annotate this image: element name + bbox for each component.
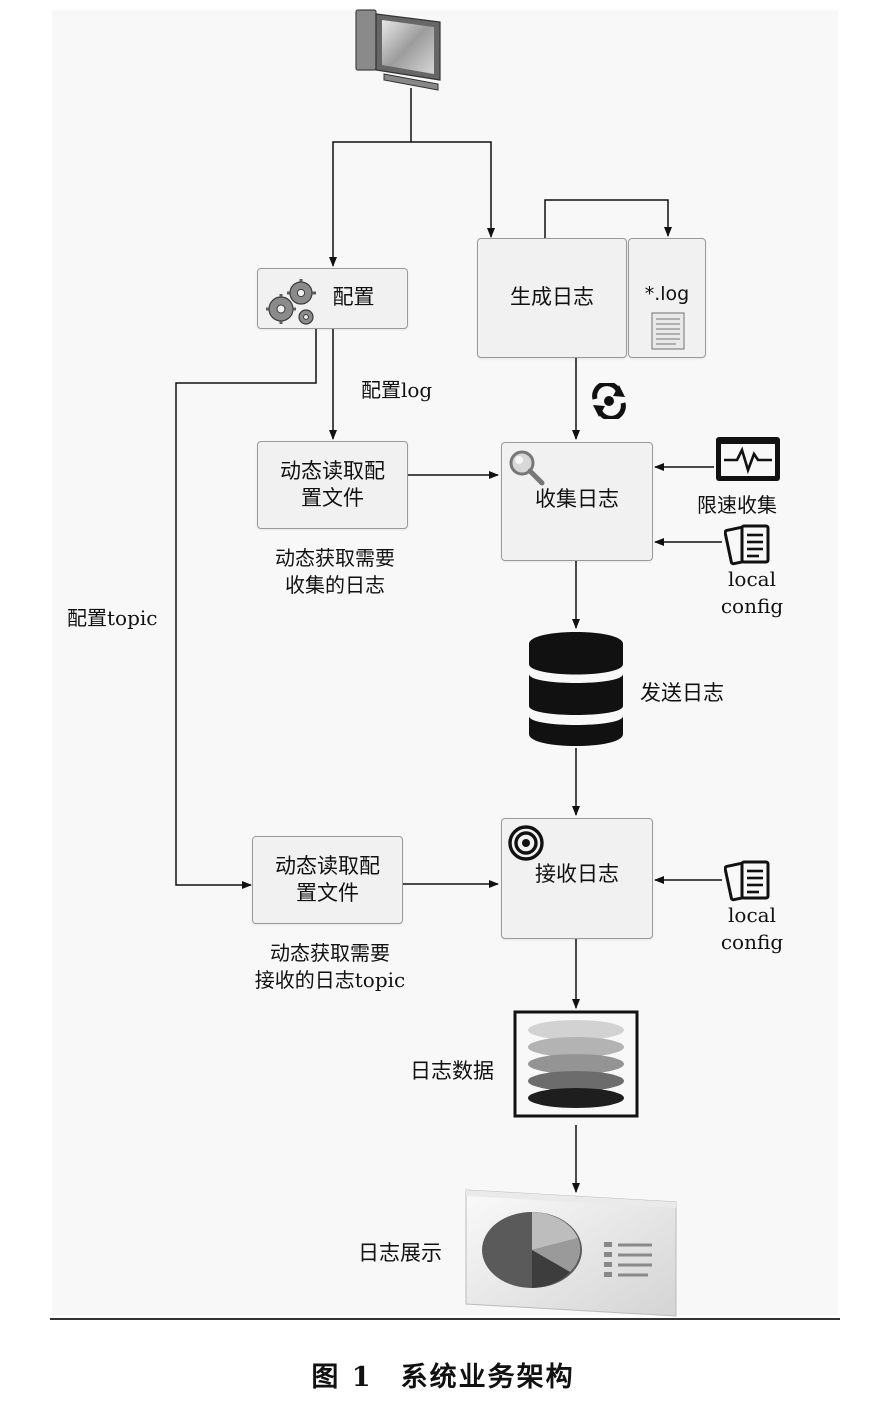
receive-log-node: 接收日志 bbox=[501, 818, 653, 939]
sync-icon bbox=[592, 383, 626, 419]
local-config-1-line-1: local bbox=[728, 567, 776, 591]
collect-log-node: 收集日志 bbox=[501, 442, 653, 561]
log-file-label: *.log bbox=[644, 283, 690, 305]
dynamic-read-config-label-2: 动态读取配置文件 bbox=[275, 854, 380, 905]
edge-generate-logfile bbox=[544, 199, 672, 238]
computer-monitor-icon bbox=[355, 9, 441, 91]
log-data-label: 日志数据 bbox=[410, 1059, 494, 1083]
dynamic-read-config-label-1: 动态读取配置文件 bbox=[280, 459, 385, 510]
document-icon bbox=[651, 312, 685, 350]
edge-split-generate bbox=[411, 141, 495, 238]
layered-stack-icon bbox=[513, 1010, 639, 1118]
collect-log-label: 收集日志 bbox=[535, 487, 619, 511]
pulse-monitor-icon bbox=[716, 437, 780, 481]
dynamic-read-config-node-2: 动态读取配置文件 bbox=[252, 836, 403, 924]
documents-icon bbox=[724, 524, 770, 566]
pie-chart-board-icon bbox=[465, 1189, 677, 1317]
magnifier-icon bbox=[509, 450, 545, 486]
edge-monitor-split bbox=[329, 88, 412, 267]
dynamic-read-config-node-1: 动态读取配置文件 bbox=[257, 441, 408, 529]
dynamic-get-receive-line-1: 动态获取需要 bbox=[270, 941, 390, 965]
receive-log-label: 接收日志 bbox=[535, 862, 619, 886]
dynamic-get-receive-line-2: 接收的日志topic bbox=[254, 968, 406, 992]
caption-divider bbox=[50, 1318, 840, 1320]
generate-log-label: 生成日志 bbox=[510, 285, 594, 309]
local-config-1-line-2: config bbox=[720, 594, 784, 618]
generate-log-node: 生成日志 bbox=[477, 238, 627, 358]
documents-icon bbox=[724, 860, 770, 902]
dynamic-get-collect-line-2: 收集的日志 bbox=[285, 573, 385, 597]
log-file-node: *.log bbox=[628, 238, 706, 358]
config-topic-label: 配置topic bbox=[67, 606, 158, 630]
log-display-label: 日志展示 bbox=[358, 1241, 442, 1265]
edge-config-topic bbox=[175, 329, 317, 889]
target-icon bbox=[508, 825, 544, 861]
rate-limit-label: 限速收集 bbox=[697, 493, 777, 517]
figure-number: 图 1 bbox=[311, 1362, 373, 1393]
figure-title: 系统业务架构 bbox=[400, 1362, 575, 1393]
database-icon bbox=[529, 632, 623, 746]
figure-caption: 图 1 系统业务架构 bbox=[0, 1355, 886, 1394]
config-label: 配置 bbox=[332, 285, 375, 309]
gears-icon bbox=[266, 279, 316, 325]
config-node: 配置 bbox=[257, 268, 408, 329]
local-config-2-line-1: local bbox=[728, 903, 776, 927]
diagram-canvas bbox=[52, 10, 838, 1315]
dynamic-get-collect-line-1: 动态获取需要 bbox=[275, 546, 395, 570]
config-log-label: 配置log bbox=[361, 378, 433, 402]
send-log-label: 发送日志 bbox=[640, 681, 724, 705]
local-config-2-line-2: config bbox=[720, 930, 784, 954]
